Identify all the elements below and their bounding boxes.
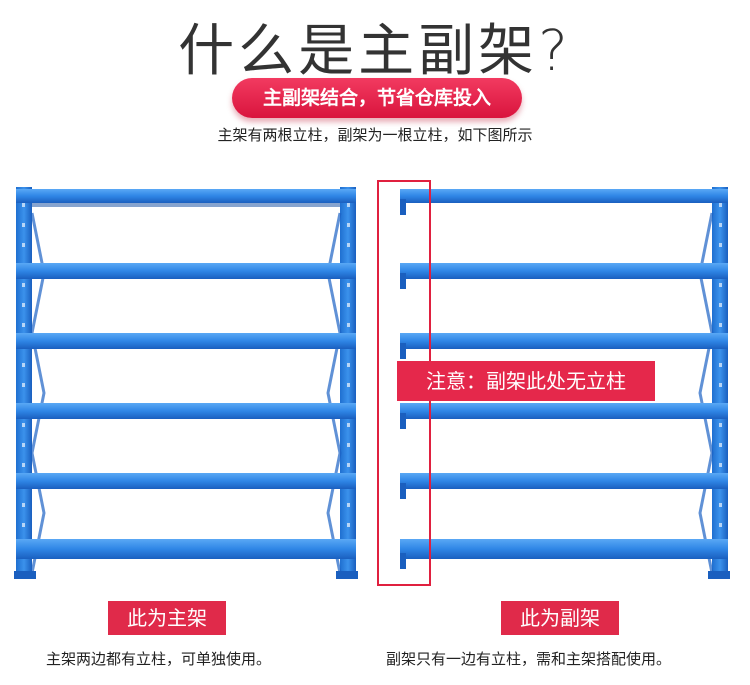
main-rack-tag: 此为主架 (108, 601, 226, 635)
shelf (400, 403, 728, 419)
shelf (400, 189, 728, 203)
slogan-banner: 主副架结合，节省仓库投入 (232, 78, 522, 118)
shelf (400, 473, 728, 489)
main-rack-caption: 主架两边都有立柱，可单独使用。 (46, 650, 272, 668)
shelf (400, 263, 728, 279)
shelf (400, 539, 728, 559)
page-title: 什么是主副架? (178, 19, 572, 84)
shelf (16, 189, 356, 203)
shelf (16, 473, 356, 489)
sub-rack-caption: 副架只有一边有立柱，需和主架搭配使用。 (386, 650, 672, 668)
sub-rack-tag: 此为副架 (501, 601, 619, 635)
shelf (16, 403, 356, 419)
shelves (400, 189, 728, 569)
shelf (16, 333, 356, 349)
shelf (16, 263, 356, 279)
sub-rack-illustration (400, 187, 730, 579)
shelves (16, 189, 356, 559)
shelf (16, 539, 356, 559)
notice-label: 注意：副架此处无立柱 (397, 361, 655, 401)
subtitle: 主架有两根立柱，副架为一根立柱，如下图所示 (217, 126, 533, 144)
main-rack-illustration (14, 187, 358, 579)
shelf (400, 333, 728, 349)
